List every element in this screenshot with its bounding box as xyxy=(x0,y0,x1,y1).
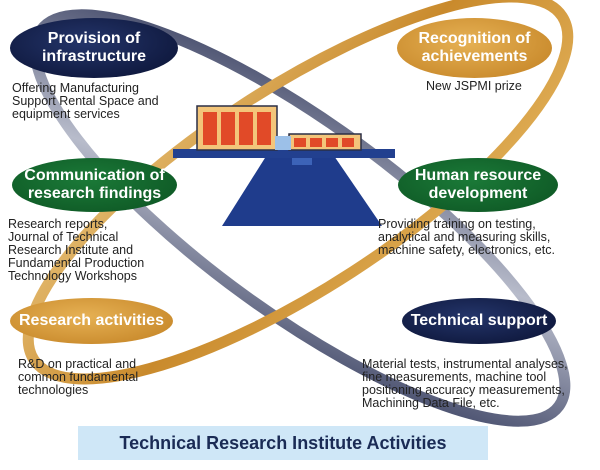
node-recognition-description: New JSPMI prize xyxy=(426,79,522,93)
gold-orbit-ring xyxy=(22,0,574,385)
node-communication-of-research-findings: Communication of research findings xyxy=(12,158,177,212)
node-technical-description: Material tests, instrumental analyses, f… xyxy=(362,357,568,410)
node-communication-description: Research reports, Journal of Technical R… xyxy=(8,217,145,283)
node-recognition-of-achievements: Recognition of achievements xyxy=(397,18,552,78)
node-research-activities: Research activities xyxy=(10,298,173,344)
diagram-caption: Technical Research Institute Activities xyxy=(78,426,488,460)
balance-scale-icon xyxy=(173,105,395,226)
node-research-description: R&D on practical and common fundamental … xyxy=(18,357,139,397)
node-human-description: Providing training on testing, analytica… xyxy=(378,217,555,257)
node-provision-description: Offering Manufacturing Support Rental Sp… xyxy=(12,81,159,121)
node-technical-support: Technical support xyxy=(402,298,556,344)
node-human-resource-development: Human resource development xyxy=(398,158,558,212)
node-provision-of-infrastructure: Provision of infrastructure xyxy=(10,18,178,78)
